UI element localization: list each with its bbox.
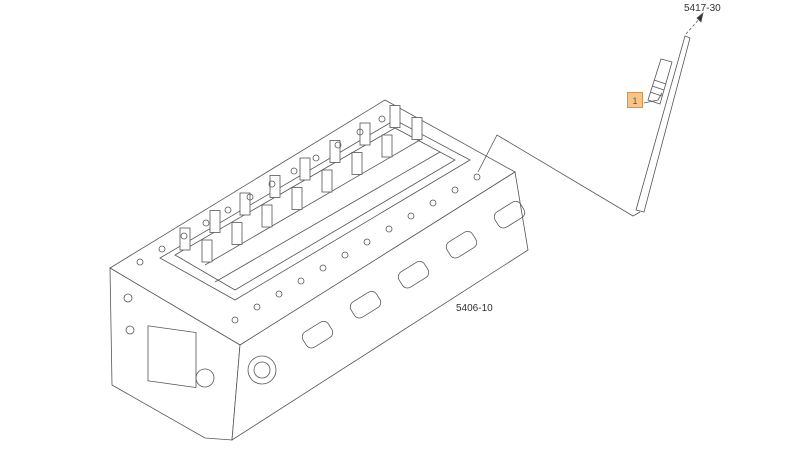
cylinder-head	[109, 99, 529, 441]
valve-pocket	[239, 192, 251, 216]
valve-pocket	[359, 122, 371, 146]
valve-pocket	[269, 175, 281, 198]
valve-pocket	[261, 204, 273, 228]
valve-pocket	[351, 152, 363, 175]
valve-pocket	[389, 105, 401, 128]
glow-plug	[635, 11, 704, 213]
callout-leader	[643, 92, 663, 104]
valve-pocket	[291, 187, 303, 210]
valve-pocket	[231, 222, 243, 245]
glow-plug-reference[interactable]: 5417-30	[684, 3, 721, 14]
valve-pocket	[329, 140, 341, 163]
leader-line	[477, 134, 641, 217]
valve-pocket	[201, 239, 213, 263]
valve-pocket	[321, 169, 333, 193]
cylinder-head-reference[interactable]: 5406-10	[456, 303, 493, 314]
callout-1[interactable]: 1	[627, 92, 643, 108]
valve-pocket	[381, 134, 393, 158]
valve-pocket	[411, 117, 423, 140]
valve-pocket	[299, 157, 311, 181]
valve-pocket	[209, 210, 221, 233]
